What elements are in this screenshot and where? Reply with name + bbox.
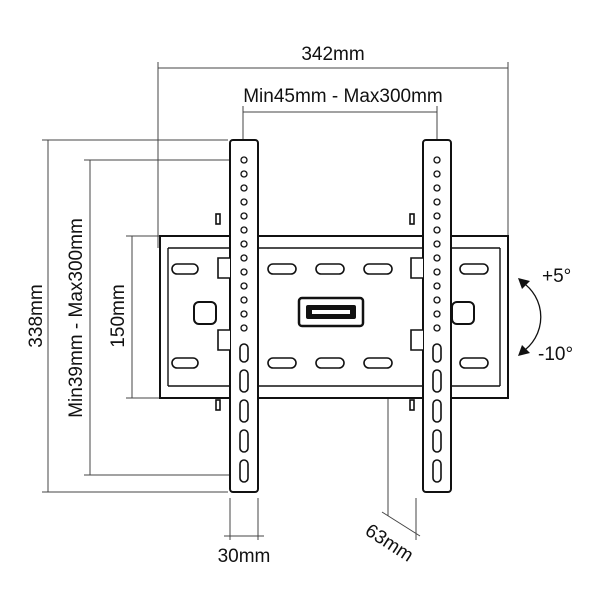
overall-width-label: 342mm <box>301 44 364 65</box>
arm-width-label: 30mm <box>218 546 271 567</box>
tilt-down-label: -10° <box>538 344 573 365</box>
left-arm <box>229 139 259 493</box>
depth-label: 63mm <box>361 520 417 566</box>
tilt-up-label: +5° <box>542 266 571 287</box>
wall-plate <box>159 235 509 399</box>
right-tilt-knob <box>451 301 475 325</box>
vesa-vertical-label: Min39mm - Max300mm <box>66 218 87 418</box>
plate-height-label: 150mm <box>108 284 129 347</box>
left-tilt-knob <box>193 301 217 325</box>
overall-height-label: 338mm <box>26 284 47 347</box>
tilt-arrow-icon <box>518 278 542 356</box>
arm-hooks <box>215 213 423 411</box>
right-arm <box>422 139 452 493</box>
dimension-lines <box>42 62 509 540</box>
vesa-horizontal-label: Min45mm - Max300mm <box>243 86 443 107</box>
